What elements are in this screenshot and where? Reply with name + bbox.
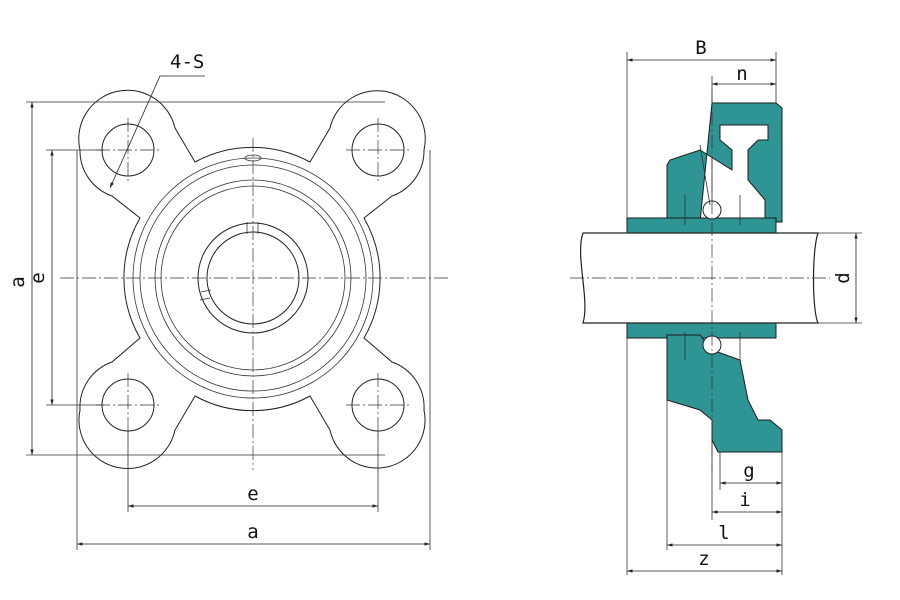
bearing-seal-lower — [684, 332, 741, 360]
label-l: l — [718, 522, 729, 544]
bearing-seal-upper — [684, 195, 741, 225]
front-view: 4-S a e e a — [7, 51, 450, 550]
housing-base-upper — [626, 217, 777, 234]
set-screw-mark — [199, 297, 211, 301]
flange-outline — [78, 89, 426, 470]
label-i: i — [739, 489, 750, 511]
housing-body-lower — [666, 334, 783, 453]
leader-line — [109, 75, 161, 189]
label-e-horizontal: e — [247, 483, 258, 505]
side-view: B n d g i l z — [570, 37, 862, 575]
label-d: d — [832, 272, 854, 283]
label-bolt-holes: 4-S — [170, 51, 204, 73]
label-b: B — [695, 37, 706, 59]
label-a-horizontal: a — [247, 521, 258, 543]
housing-section-lower — [626, 322, 777, 339]
label-z: z — [698, 548, 709, 570]
label-a-vertical: a — [7, 276, 29, 287]
set-screw-mark — [200, 289, 212, 293]
housing-section-upper — [666, 102, 783, 223]
label-g: g — [743, 460, 754, 482]
label-n: n — [736, 63, 747, 85]
grease-channel — [699, 144, 711, 206]
label-e-vertical: e — [27, 272, 49, 283]
